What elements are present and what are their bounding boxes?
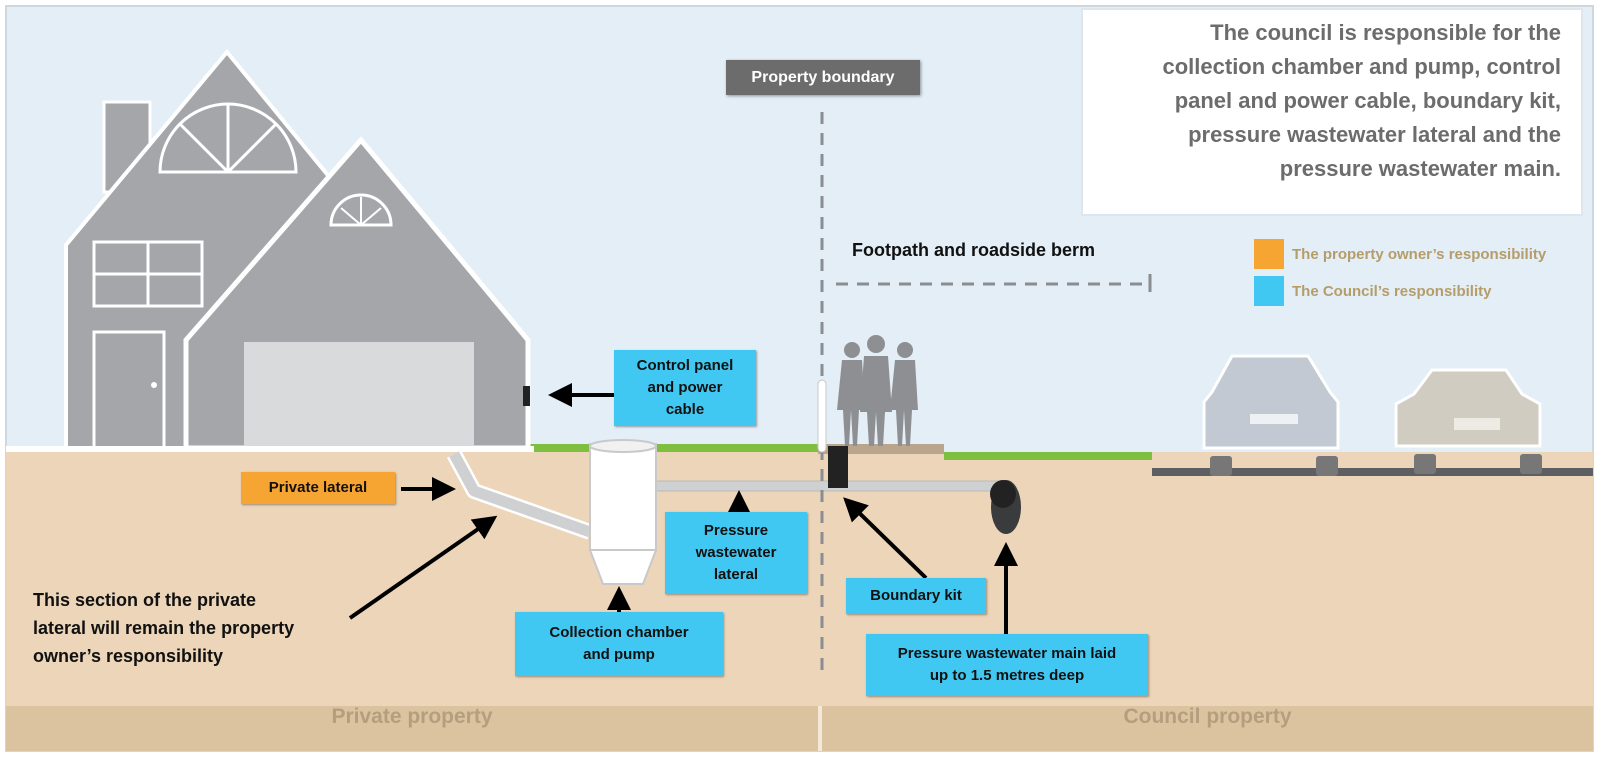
pressure-lateral-label: Pressure wastewater lateral: [665, 512, 807, 594]
legend-owner-label: The property owner’s responsibility: [1292, 245, 1547, 263]
lawn-strip: [528, 444, 818, 452]
car-icon: [1394, 368, 1542, 474]
control-panel-icon: [523, 386, 530, 406]
boundary-post: [817, 379, 827, 453]
legend-owner-swatch: [1254, 239, 1284, 269]
collection-chamber-label: Collection chamber and pump: [515, 612, 723, 676]
legend-council-label: The Council’s responsibility: [1292, 282, 1492, 300]
pressure-main-label: Pressure wastewater main laid up to 1.5 …: [866, 634, 1148, 696]
boundary-kit-icon: [828, 446, 848, 488]
collection-chamber-icon: [588, 439, 658, 585]
legend-council: The Council’s responsibility: [1254, 276, 1491, 306]
council-responsibility-note: The council is responsible for the colle…: [1081, 8, 1583, 216]
zone-divider: [818, 706, 822, 751]
private-section-note: This section of the private lateral will…: [33, 590, 295, 666]
property-boundary-label: Property boundary: [726, 60, 920, 95]
private-lateral-label: Private lateral: [241, 472, 395, 504]
control-panel-label: Control panel and power cable: [614, 350, 756, 426]
pressure-lateral-pipe: [651, 480, 1003, 492]
pointer-arrows: [348, 383, 1018, 634]
zone-band: [6, 706, 1593, 751]
car-icon: [1202, 354, 1340, 476]
zone-council-label: Council property: [1123, 705, 1292, 728]
zone-private-label: Private property: [331, 705, 493, 728]
berm-strip: [944, 452, 1152, 460]
legend-council-swatch: [1254, 276, 1284, 306]
house-icon: [6, 48, 534, 452]
boundary-kit-label: Boundary kit: [846, 578, 986, 614]
pedestrians-icon: [837, 335, 918, 446]
road-surface: [1152, 468, 1593, 476]
arrow-boundary-kit: [843, 497, 928, 580]
footpath-label: Footpath and roadside berm: [852, 240, 1096, 260]
arrow-section-note: [348, 515, 498, 620]
pressure-main-pipe: [990, 480, 1021, 534]
legend-owner: The property owner’s responsibility: [1254, 239, 1546, 269]
footpath-slab: [818, 444, 944, 454]
